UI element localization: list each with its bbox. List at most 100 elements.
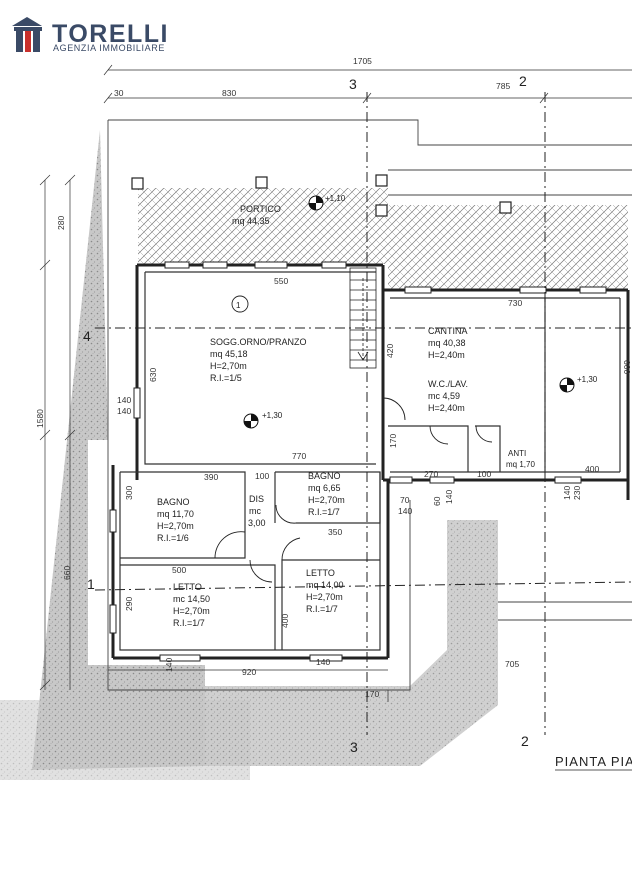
dim-400-letto: 400 (280, 614, 290, 628)
room-portico: PORTICO mq 44,35 +1,10 (232, 194, 346, 226)
cantina-name: CANTINA (428, 326, 468, 336)
dim-660: 660 (62, 566, 72, 580)
dim-1580: 1580 (35, 409, 45, 428)
dim-500: 500 (172, 565, 186, 575)
portico-area: mq 44,35 (232, 216, 270, 226)
dim-730: 730 (508, 298, 522, 308)
bagno1-ratio: R.I.=1/6 (157, 533, 189, 543)
room-bagno-1: BAGNO mq 11,70 H=2,70m R.I.=1/6 (157, 497, 194, 543)
dim-70: 70 (400, 495, 410, 505)
dim-100-b: 100 (477, 469, 491, 479)
dim-270: 270 (424, 469, 438, 479)
windows (109, 261, 607, 662)
room-soggiorno: 1 SOGG.ORNO/PRANZO mq 45,18 H=2,70m R.I.… (210, 301, 307, 420)
bagno2-area: mq 6,65 (308, 483, 341, 493)
terrain-shading-left (32, 130, 205, 770)
portico-paving (138, 188, 388, 264)
dim-770: 770 (292, 451, 306, 461)
dim-920: 920 (242, 667, 256, 677)
axis-lines (94, 92, 632, 735)
dim-30: 30 (114, 88, 124, 98)
terrain-shading-bottom-left (0, 700, 250, 780)
dim-60: 60 (432, 496, 442, 506)
bagno2-height: H=2,70m (308, 495, 345, 505)
soggiorno-ratio: R.I.=1/5 (210, 373, 242, 383)
dim-140-e: 140 (398, 506, 412, 516)
dim-600: 600 (622, 360, 632, 374)
anti-name: ANTI (508, 449, 526, 458)
dis-area-label: mc (249, 506, 261, 516)
dim-705: 705 (505, 659, 519, 669)
room-anti: ANTI mq 1,70 (506, 449, 535, 469)
doors (214, 397, 493, 583)
dimension-labels: 1705 30 830 785 280 1580 660 550 630 770… (35, 56, 632, 699)
axis-label-2-top: 2 (519, 73, 527, 89)
soggiorno-level: +1,30 (262, 411, 283, 420)
letto2-ratio: R.I.=1/7 (306, 604, 338, 614)
dim-170: 170 (365, 689, 379, 699)
letto1-name: LETTO (173, 582, 202, 592)
pillars (131, 174, 512, 217)
portico-name: PORTICO (240, 204, 281, 214)
dim-280: 280 (56, 216, 66, 230)
cantina-area: mq 40,38 (428, 338, 466, 348)
letto2-name: LETTO (306, 568, 335, 578)
dim-400-cantina: 400 (585, 464, 599, 474)
axis-label-3-top: 3 (349, 76, 357, 92)
plan-title: PIANTA PIA (555, 754, 632, 769)
level-marker-cantina (559, 377, 575, 393)
dim-170-b: 170 (388, 434, 398, 448)
soggiorno-name: SOGG.ORNO/PRANZO (210, 337, 307, 347)
dim-390: 390 (204, 472, 218, 482)
axis-label-4: 4 (83, 328, 91, 344)
room-bagno-2: BAGNO mq 6,65 H=2,70m R.I.=1/7 (308, 471, 345, 517)
bagno1-name: BAGNO (157, 497, 190, 507)
axis-label-1: 1 (87, 576, 95, 592)
brand-logo: TORELLI AGENZIA IMMOBILIARE (12, 17, 167, 53)
letto1-ratio: R.I.=1/7 (173, 618, 205, 628)
cantina-level: +1,30 (577, 375, 598, 384)
wc-height: H=2,40m (428, 403, 465, 413)
room-letto-1: LETTO mc 14,50 H=2,70m R.I.=1/7 (173, 582, 210, 628)
dim-420: 420 (385, 344, 395, 358)
dim-140-d: 140 (316, 657, 330, 667)
cantina-height: H=2,40m (428, 350, 465, 360)
wc-name: W.C./LAV. (428, 379, 468, 389)
level-markers (243, 195, 575, 429)
dim-140-g: 140 (562, 486, 572, 500)
room-labels: PORTICO mq 44,35 +1,10 1 SOGG.ORNO/PRANZ… (157, 194, 598, 628)
site-boundary (107, 119, 632, 691)
house-letter-t-icon (12, 17, 42, 52)
dim-140-c: 140 (164, 658, 174, 672)
dim-785: 785 (496, 81, 510, 91)
level-marker-living (243, 413, 259, 429)
letto1-area: mc 14,50 (173, 594, 210, 604)
room-dis: DIS mc 3,00 (248, 494, 266, 528)
dim-100: 100 (255, 471, 269, 481)
dim-290: 290 (124, 597, 134, 611)
dim-350: 350 (328, 527, 342, 537)
axis-label-3-bottom: 3 (350, 739, 358, 755)
soggiorno-number: 1 (236, 301, 241, 310)
dis-area: 3,00 (248, 518, 266, 528)
bagno2-name: BAGNO (308, 471, 341, 481)
room-cantina: CANTINA mq 40,38 H=2,40m +1,30 (428, 326, 598, 384)
staircase (349, 267, 377, 369)
room-wc: W.C./LAV. mc 4,59 H=2,40m (428, 379, 468, 413)
dimension-lines (39, 64, 632, 702)
level-marker-portico (308, 195, 324, 211)
bagno1-area: mq 11,70 (157, 509, 194, 519)
portico-paving-right (388, 205, 628, 290)
bagno1-height: H=2,70m (157, 521, 194, 531)
letto1-height: H=2,70m (173, 606, 210, 616)
anti-area: mq 1,70 (506, 460, 535, 469)
dim-230: 230 (572, 486, 582, 500)
dim-830: 830 (222, 88, 236, 98)
room-letto-2: LETTO mq 14,00 H=2,70m R.I.=1/7 (306, 568, 344, 614)
dim-total-width: 1705 (353, 56, 372, 66)
room-number-circle (231, 295, 249, 313)
bagno2-ratio: R.I.=1/7 (308, 507, 340, 517)
axis-label-2-bottom: 2 (521, 733, 529, 749)
